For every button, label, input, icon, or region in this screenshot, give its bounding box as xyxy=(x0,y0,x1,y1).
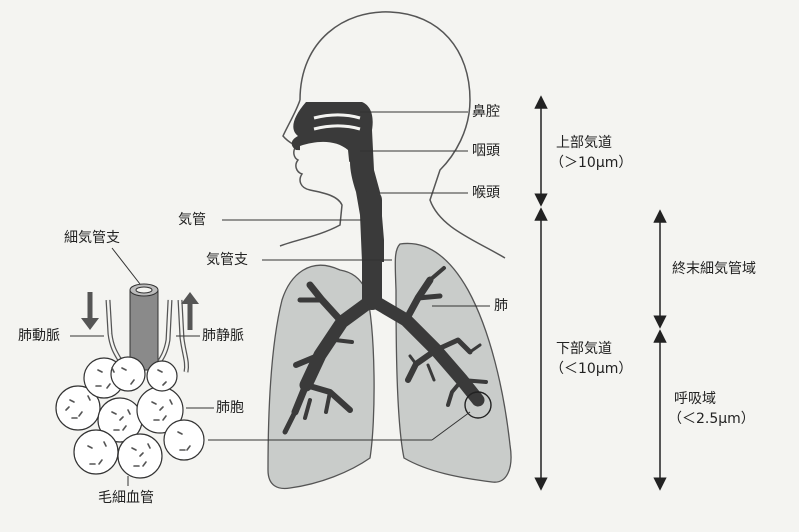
label-nasal-cavity: 鼻腔 xyxy=(472,104,500,120)
label-trachea: 気管 xyxy=(178,212,206,228)
label-alveolus: 肺胞 xyxy=(216,400,244,416)
label-pharynx: 咽頭 xyxy=(472,143,500,159)
label-capillary: 毛細血管 xyxy=(98,490,154,506)
alveolus-texture xyxy=(65,367,191,467)
region-upper-title: 上部気道 xyxy=(556,135,612,151)
label-pulmonary-artery: 肺動脈 xyxy=(18,328,60,344)
label-pulmonary-vein: 肺静脈 xyxy=(202,328,244,344)
region-upper-size: （＞10μm） xyxy=(550,155,633,171)
alveolus-clusters xyxy=(55,356,205,479)
nasal-turbinate-1 xyxy=(313,113,361,120)
nasal-turbinate-2 xyxy=(313,124,361,131)
label-lung: 肺 xyxy=(494,298,508,314)
region-terminal-title: 終末細気管域 xyxy=(672,261,756,277)
detail-leader-lines xyxy=(70,247,214,486)
region-arrows xyxy=(534,95,667,491)
alveolar-region-circle xyxy=(464,391,492,419)
region-lower-title: 下部気道 xyxy=(556,341,612,357)
bronchial-tree xyxy=(282,190,488,435)
region-respiratory-size: （＜2.5μm） xyxy=(668,411,755,427)
nasal-pharynx-shape xyxy=(291,102,384,262)
label-larynx: 喉頭 xyxy=(472,185,500,201)
label-bronchus: 気管支 xyxy=(206,252,248,268)
alveolus-detail xyxy=(55,283,205,479)
leader-lines xyxy=(208,111,490,441)
label-bronchiole: 細気管支 xyxy=(64,230,120,246)
region-respiratory-title: 呼吸域 xyxy=(674,391,716,407)
oral-cavity xyxy=(300,141,350,170)
region-lower-size: （＜10μm） xyxy=(550,361,633,377)
head-outline xyxy=(279,11,506,259)
